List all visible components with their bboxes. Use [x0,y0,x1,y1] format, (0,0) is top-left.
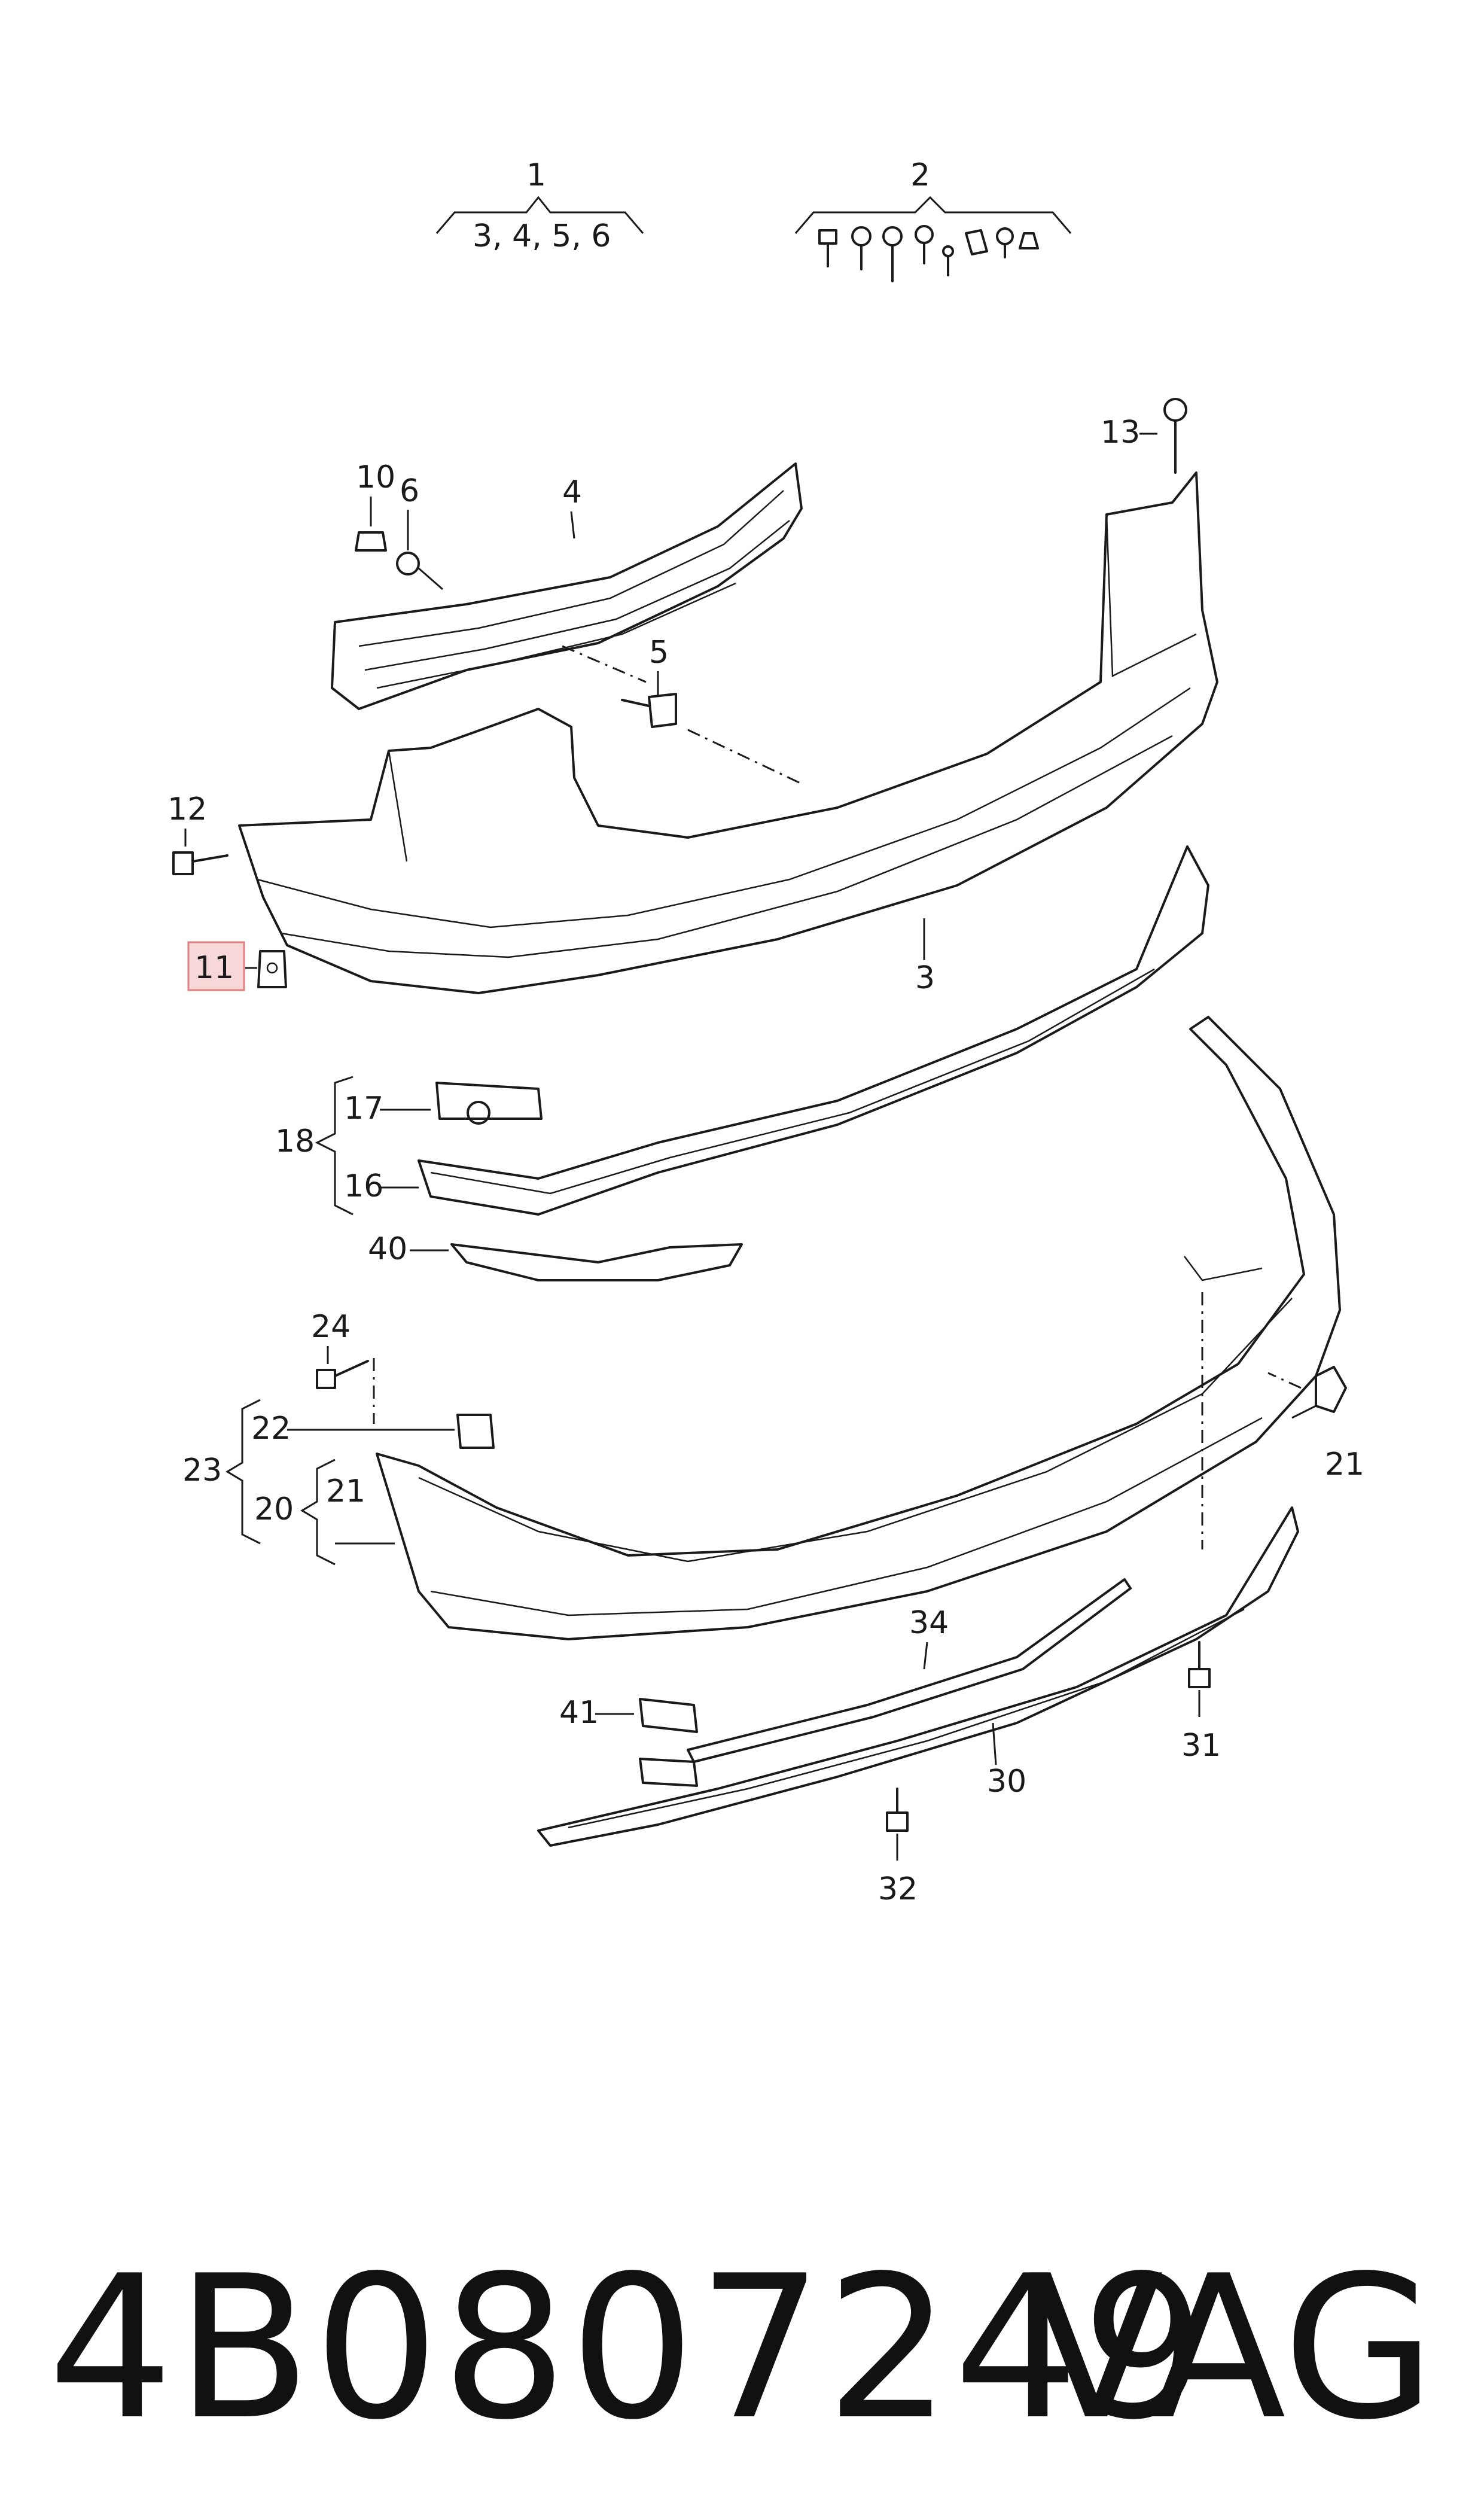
callout-40-trim: 40 [368,1231,743,1281]
callout-31-screw: 31 [1181,1641,1221,1764]
callout-24-screw: 24 [311,1309,369,1389]
callout-group-18: 18 [275,1076,354,1216]
callout-1-items: 3, 4, 5, 6 [473,218,611,254]
callout-21-left: 21 [326,1473,365,1509]
footer: 4B0807249 VAG [24,2249,1459,2501]
callout-10: 10 [356,459,395,495]
callout-12: 12 [167,791,207,827]
callout-31: 31 [1181,1728,1221,1764]
part-16-diffuser-carrier [418,845,1209,1216]
callout-16: 16 [344,1168,383,1204]
callout-24: 24 [311,1309,351,1345]
callout-34: 34 [909,1605,949,1641]
callout-23: 23 [182,1453,222,1488]
callout-10-nut: 10 [355,459,395,552]
callout-41: 41 [559,1695,599,1731]
callout-41-bracket: 41 [559,1695,698,1787]
callout-22: 22 [251,1411,291,1447]
callout-34-strip: 34 [687,1578,1132,1763]
callout-17: 17 [344,1091,383,1126]
callout-12-screw: 12 [167,791,228,875]
callout-32-screw: 32 [878,1788,918,1907]
callout-21-sensor-cap: 21 [1267,1366,1364,1482]
callout-6: 6 [400,473,419,509]
callout-1: 1 [526,157,546,193]
callout-32: 32 [878,1871,918,1907]
callout-13: 13 [1101,415,1140,450]
callout-group-23: 23 [182,1399,261,1545]
callout-5-bolt: 5 [621,635,677,728]
callout-2: 2 [910,157,930,193]
callout-30: 30 [987,1764,1026,1800]
callout-group-1: 1 3, 4, 5, 6 [435,157,644,254]
part-bumper-cover-lower [376,1016,1341,1640]
callout-13-screw: 13 [1101,398,1187,474]
callout-11: 11 [194,950,234,986]
part-3-bumper-cover-upper: 3 [238,471,1218,996]
callout-5: 5 [649,635,669,671]
part-30-diffuser: 30 [537,1506,1299,1847]
callout-11-highlight [187,941,245,991]
callout-group-20: 20 21 [254,1459,395,1566]
callout-11-clip: 11 [187,941,287,991]
callout-17-bracket: 17 [344,1082,543,1126]
callout-40: 40 [368,1231,407,1267]
callout-22-clip: 22 [251,1411,495,1449]
callout-6-washer: 6 [396,473,420,576]
fastener-kit-icons [818,225,1039,282]
part-4-carrier: 4 [331,462,803,710]
brand-name: VAG [1028,2233,1436,2463]
callout-group-2: 2 [794,157,1072,282]
callout-16-bracket: 16 [344,1168,419,1204]
callout-3: 3 [915,960,935,996]
callout-4: 4 [562,474,582,510]
callout-21-right: 21 [1325,1447,1364,1482]
callout-18: 18 [275,1123,315,1159]
part-number: 4B0807249 [48,2233,1210,2463]
callout-20: 20 [254,1491,294,1527]
